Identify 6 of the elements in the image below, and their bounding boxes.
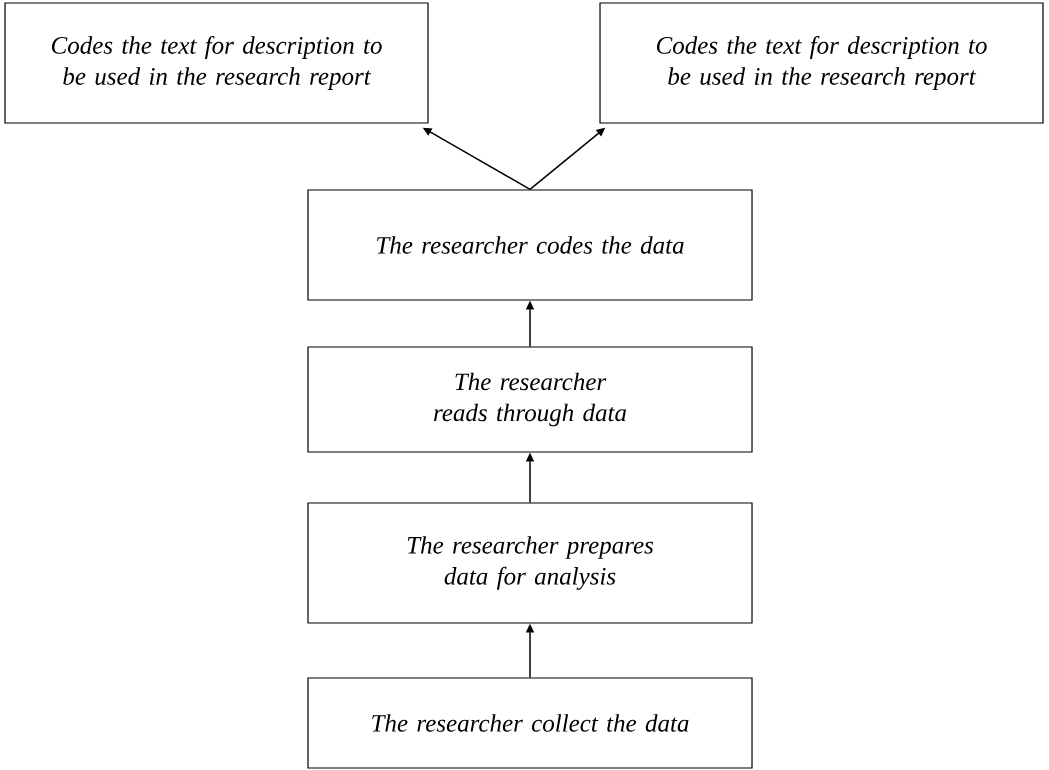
process-box: The researcher collect the data <box>307 677 753 769</box>
process-box: Codes the text for description to be used in the research report <box>4 2 429 124</box>
process-box: Codes the text for description to be used in the research report <box>599 2 1044 124</box>
process-box: The researcher prepares data for analysis <box>307 502 753 624</box>
process-box: The researcher reads through data <box>307 346 753 453</box>
process-box: The researcher codes the data <box>307 189 753 301</box>
